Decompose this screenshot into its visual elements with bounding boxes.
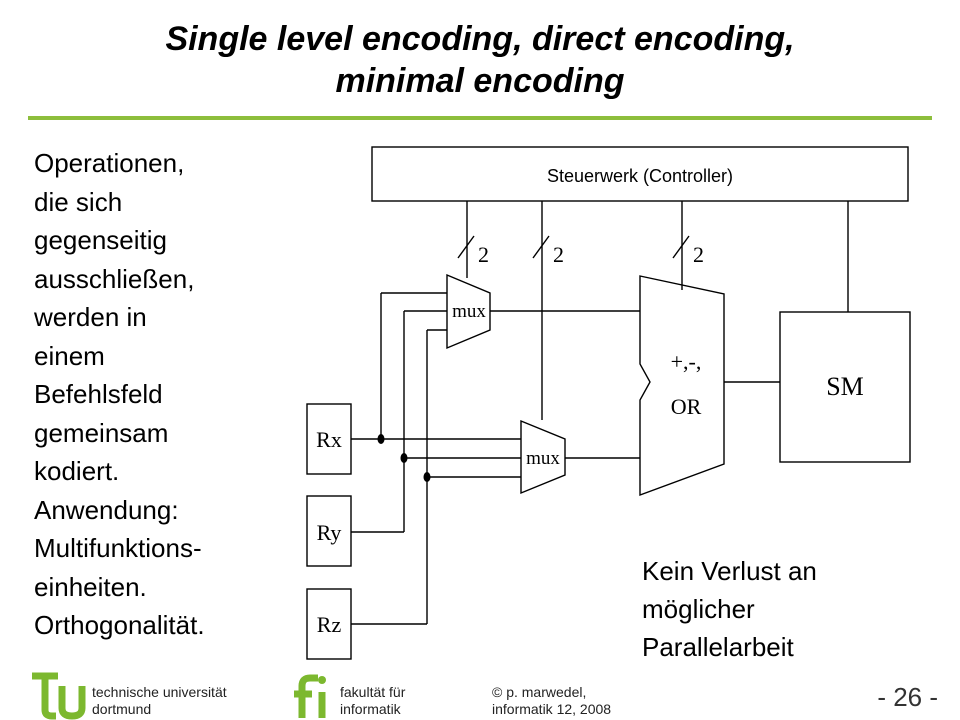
note-text-block: Kein Verlust an möglicher Parallelarbeit [642, 552, 942, 666]
sm-label: SM [826, 372, 864, 401]
author-credit: © p. marwedel, informatik 12, 2008 [492, 684, 611, 718]
note-line: Kein Verlust an [642, 556, 817, 586]
ry-label: Ry [317, 520, 342, 545]
fi-logo-dot-icon [318, 676, 326, 684]
left-text-line: kodiert. [34, 456, 120, 486]
slide-title: Single level encoding, direct encoding, … [0, 18, 960, 102]
mux2-shape [520, 419, 566, 495]
title-divider [28, 116, 932, 120]
bus-width-label-1: 2 [478, 242, 489, 267]
controller-label: Steuerwerk (Controller) [547, 166, 733, 186]
faculty-line-1: fakultät für [340, 684, 406, 700]
left-text-line: einheiten. [34, 571, 147, 602]
junction-dot [400, 453, 408, 463]
slide-title-line-2: minimal encoding [335, 62, 625, 100]
mux1-label: mux [452, 301, 486, 322]
bus-width-slash [532, 235, 550, 259]
left-text-line: Anwendung: [34, 494, 179, 525]
mux2-label: mux [526, 448, 560, 469]
left-text-line: ausschließen, [34, 263, 195, 294]
controller-box [371, 146, 909, 202]
left-text-line: Befehlsfeld [34, 379, 163, 409]
left-text-line: gegenseitig [34, 225, 167, 255]
left-text-line: gemeinsam [34, 417, 169, 448]
bus-width-slash [672, 235, 690, 259]
alu-label-ops: +,-, [671, 349, 702, 374]
left-text-line: Orthogonalität. [34, 610, 205, 640]
bus-width-label-3: 2 [693, 242, 704, 267]
slide-footer: technische universität dortmund fakultät… [0, 672, 960, 720]
rx-label: Rx [316, 427, 342, 452]
left-text-line: Multifunktions- [34, 533, 202, 563]
slide-title-line-1: Single level encoding, direct encoding, [165, 20, 795, 58]
left-text-line: einem [34, 340, 105, 371]
tu-line-1: technische universität [92, 684, 227, 700]
ry-box [306, 495, 352, 567]
tu-name: technische universität dortmund [92, 684, 227, 718]
faculty-name: fakultät für informatik [340, 684, 405, 718]
tu-logo-icon [32, 672, 86, 720]
junction-dot [377, 434, 385, 444]
note-line: Parallelarbeit [642, 632, 794, 662]
page-number: - 26 - [877, 682, 938, 712]
left-text-line: werden in [34, 302, 147, 332]
left-text-block: Operationen, die sich gegenseitig aussch… [34, 144, 264, 645]
author-line-1: © p. marwedel, [492, 684, 587, 700]
rz-label: Rz [317, 612, 342, 637]
mux1-shape [446, 273, 491, 350]
note-line: möglicher [642, 594, 755, 624]
junction-dot [423, 472, 431, 482]
left-text-line: die sich [34, 186, 123, 217]
faculty-line-2: informatik [340, 701, 401, 717]
bus-width-slash [457, 235, 475, 259]
bus-width-label-2: 2 [553, 242, 564, 267]
left-text-line: Operationen, [34, 148, 185, 178]
tu-line-2: dortmund [92, 701, 152, 717]
alu-label-or: OR [671, 394, 702, 419]
sm-box [779, 311, 911, 463]
alu-shape [639, 275, 725, 497]
author-line-2: informatik 12, 2008 [492, 701, 612, 717]
fi-logo-icon [294, 674, 326, 718]
